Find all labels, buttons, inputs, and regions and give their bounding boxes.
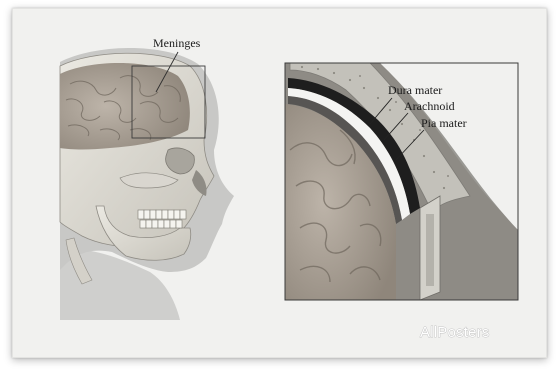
label-arachnoid: Arachnoid [404, 99, 455, 113]
label-pia-mater: Pia mater [421, 116, 467, 130]
watermark-logo: AllPosters [420, 324, 490, 341]
teeth [138, 210, 186, 228]
bone-cut-slot [426, 214, 434, 286]
meninges-detail-drawing [285, 63, 518, 300]
label-dura-mater: Dura mater [388, 83, 442, 97]
label-meninges: Meninges [153, 36, 201, 50]
head-profile-drawing [60, 48, 234, 320]
